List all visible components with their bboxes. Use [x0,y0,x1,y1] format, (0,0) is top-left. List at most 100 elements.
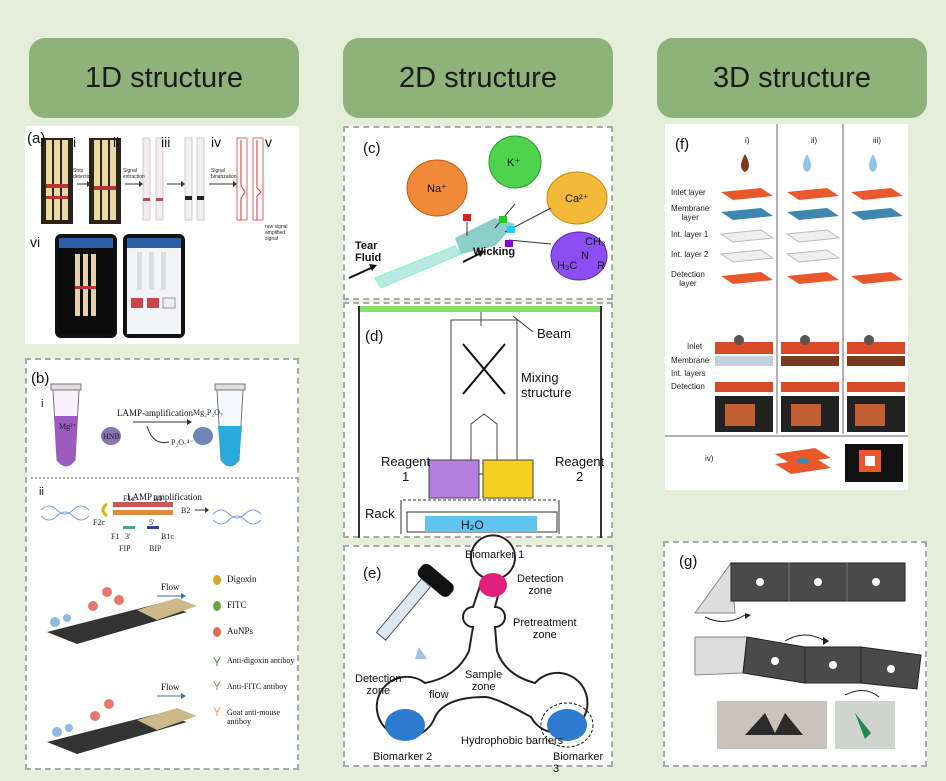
layer-detection: Detection layer [671,270,705,288]
svg-text:Y: Y [213,679,221,693]
reagent-2-label: Reagent 2 [555,454,605,484]
lamp-label-2: LAMP amplification [127,492,202,502]
header-1d: 1D structure [29,38,299,118]
arrow-strip-detection: Strip detection [73,168,94,180]
detection-zone-left: Detection zone [355,673,402,697]
step-iv: iv [211,134,222,150]
legend-goat: Goat anti-mouse antiboy [227,708,281,726]
col-iv: iv) [705,454,714,463]
col-iii: iii) [873,136,881,145]
layer-membrane: Membrane layer [671,204,710,222]
legend-raw: raw signal [265,224,288,230]
panel-g-label: (g) [679,553,698,570]
sample-zone: Sample zone [465,669,503,693]
panel-g-art [694,561,922,749]
arrow-signal-extraction: Signal extraction [123,168,145,180]
hydrophobic-barriers: Hydrophobic barriers [461,735,564,747]
panel-f-art [665,124,908,482]
reagent-1-label: Reagent 1 [381,454,431,484]
primer-f2c: F2c [93,518,105,527]
primer-f1: F1 [111,532,120,541]
detection-zone-top: Detection zone [517,573,564,597]
panel-g: (g) [663,541,927,767]
amine-r: R [597,260,605,272]
flow-label-1: Flow [161,582,180,592]
step-vi: vi [30,234,41,250]
ion-ca: Ca²⁺ [565,193,589,205]
tear-fluid: Tear Fluid [355,240,382,264]
flow-label: flow [429,689,449,701]
pretreatment-zone: Pretreatment zone [513,617,577,641]
wicking-label: Wicking [473,246,516,258]
row-membrane: Membrane [671,356,710,365]
header-3d: 3D structure [657,38,927,118]
col-i: i) [745,136,750,145]
col-ii: ii) [811,136,818,145]
sub-i: i [41,398,44,410]
legend-anti-fitc: Anti-FITC antiboy [227,682,288,691]
primer-3p: 3' [125,532,131,541]
panel-e: (e) Biomarker 1 Detection zone Pretreatm… [343,534,613,775]
primer-b1c: B1c [161,532,174,541]
biomarker-1: Biomarker 1 [465,549,525,561]
beam-label: Beam [537,326,571,341]
layer-int2: Int. layer 2 [671,250,709,259]
panel-c-label: (c) [363,140,381,157]
step-i: i [73,134,77,150]
panel-e-art [375,534,594,748]
primer-5p: 5' [149,518,155,527]
panel-b-art: Y Y Y [31,383,297,754]
hnb-label: HNB [103,432,120,441]
primer-b2: B2 [181,506,191,515]
row-detection: Detection [671,382,705,391]
sub-ii: ii [39,486,44,498]
step-v: v [265,134,272,150]
mg2p2o7-label: Mg₂P₂O₇ [193,408,223,417]
rack-label: Rack [365,506,395,521]
amine-h3c: H₃C [557,260,578,272]
amine-ch3: CH₃ [585,236,606,248]
panel-d-art [358,306,602,538]
row-int-layers: Int. layers [671,369,706,378]
legend-anti-digoxin: Anti-digoxin antiboy [227,656,295,665]
svg-text:Y: Y [213,655,221,669]
legend-fitc: FITC [227,600,247,610]
flow-label-2: Flow [161,682,180,692]
panel-c: (c) Tear Fluid Wicking Na⁺ K⁺ Ca²⁺ CH₃ H… [343,126,613,300]
layer-int1: Int. layer 1 [671,230,709,239]
ion-na: Na⁺ [427,183,447,195]
arrow-signal-binarization: Signal binarization [211,168,237,180]
panel-f: (f) i) ii) iii) iv) Inlet layer Membrane… [665,124,908,490]
legend-digoxin: Digoxin [227,574,257,584]
panel-f-label: (f) [675,136,690,153]
biomarker-3: Biomarker 3 [553,751,604,775]
step-iii: iii [161,134,171,150]
row-inlet: Inlet [687,342,703,351]
legend-aunps: AuNPs [227,626,254,636]
mixing-label: Mixing structure [521,370,572,400]
panel-e-label: (e) [363,565,382,582]
step-ii: ii [113,134,120,150]
svg-text:Y: Y [213,705,221,719]
primer-fip: FIP [119,544,131,553]
p2o7-label: P₂O₇⁴⁻ [171,438,194,447]
legend-amplified: amplified signal [265,230,286,242]
ion-k: K⁺ [507,157,521,169]
panel-a-art [41,137,264,338]
panel-a: (a) i ii iii iv v vi Strip detection Sig… [25,126,299,344]
panel-b: Y Y Y (b) i ii LAMP-amplification LAMP a… [25,358,299,770]
primer-bip: BIP [149,544,162,553]
panel-d: (d) Beam Mixing structure Reagent 1 Reag… [343,302,613,538]
header-2d: 2D structure [343,38,613,118]
panel-b-label: (b) [31,370,50,387]
layer-inlet: Inlet layer [671,188,706,197]
panel-d-label: (d) [365,328,384,345]
amine-n: N [581,250,589,262]
biomarker-2: Biomarker 2 [373,751,433,763]
lamp-label: LAMP-amplification [117,408,193,418]
primer-f1c: F1c [123,494,135,503]
h2o-label: H₂O [461,518,484,532]
primer-b1: B1 [153,494,163,503]
panel-a-label: (a) [27,130,46,147]
mg-label: Mg²⁺ [59,422,77,431]
